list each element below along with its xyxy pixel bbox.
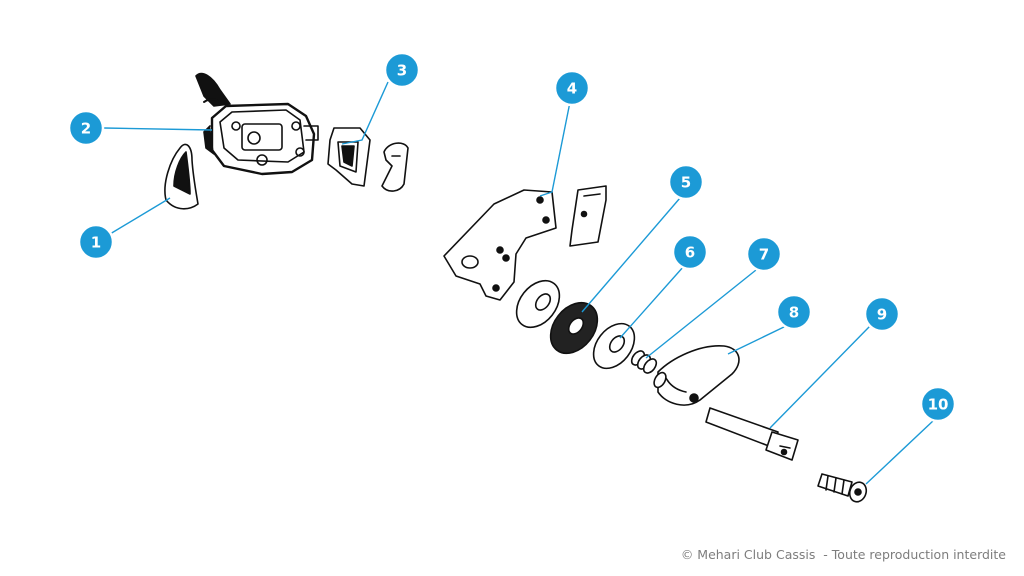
leader-line-2 <box>103 127 213 131</box>
badge-circle <box>775 293 813 331</box>
badge-circle <box>745 235 783 273</box>
leader-line-3 <box>341 81 389 145</box>
leader-line-1 <box>109 197 171 235</box>
part-key-cylinder <box>817 473 868 503</box>
callout-badge-2: 2 <box>67 109 105 147</box>
leader-line-4 <box>539 101 571 197</box>
badge-circle <box>863 295 901 333</box>
callout-number: 6 <box>685 244 695 262</box>
leader-line-8 <box>727 325 787 355</box>
part-latch-bracket <box>327 127 409 192</box>
part-lock-housing <box>195 72 319 176</box>
callout-number: 2 <box>81 120 91 138</box>
callout-badge-1: 1 <box>77 223 115 261</box>
callout-badge-5: 5 <box>667 163 705 201</box>
copyright-footer: © Mehari Club Cassis - Toute reproductio… <box>680 547 1006 562</box>
callout-number: 8 <box>789 304 799 322</box>
leader-line-9 <box>769 325 871 429</box>
callout-number: 3 <box>397 62 407 80</box>
leader-line-5 <box>581 197 681 313</box>
part-spring <box>630 350 658 374</box>
callout-number: 5 <box>681 174 691 192</box>
part-lever-cover <box>164 143 199 210</box>
callout-badge-9: 9 <box>863 295 901 333</box>
callout-number: 4 <box>567 80 577 98</box>
badge-circle <box>67 109 105 147</box>
callout-number: 7 <box>759 246 769 264</box>
callout-badge-8: 8 <box>775 293 813 331</box>
callout-badge-7: 7 <box>745 235 783 273</box>
leader-line-6 <box>619 265 685 339</box>
callout-number: 1 <box>91 234 101 252</box>
callout-badge-10: 10 <box>919 385 957 423</box>
badge-circle <box>77 223 115 261</box>
part-flat-washer <box>592 322 636 370</box>
badge-circle <box>553 69 591 107</box>
badge-circle <box>383 51 421 89</box>
part-handle-knob <box>653 345 740 406</box>
part-mounting-plate <box>443 185 607 301</box>
part-rubber-washer <box>515 279 599 355</box>
badge-circle <box>919 385 957 423</box>
callout-badge-4: 4 <box>553 69 591 107</box>
callout-badge-3: 3 <box>383 51 421 89</box>
leader-lines <box>103 81 935 485</box>
callout-number: 9 <box>877 306 887 324</box>
badge-circle <box>667 163 705 201</box>
callout-number: 10 <box>928 396 949 414</box>
part-shaft <box>705 407 799 461</box>
badge-circle <box>671 233 709 271</box>
callout-badge-6: 6 <box>671 233 709 271</box>
leader-line-7 <box>645 269 757 359</box>
leader-line-10 <box>865 419 935 485</box>
